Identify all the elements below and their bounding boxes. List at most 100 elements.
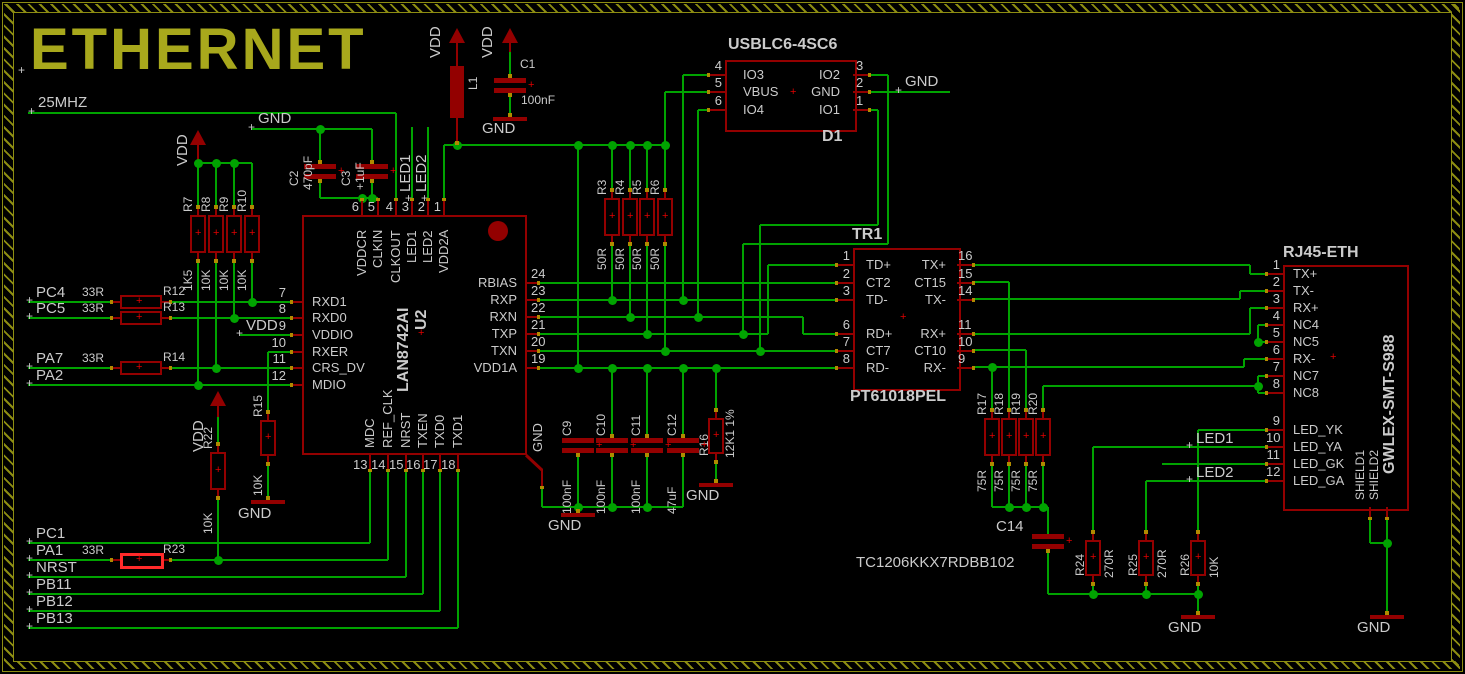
component-value-label[interactable]: 75R [975, 469, 989, 492]
wire[interactable] [28, 384, 290, 386]
wire[interactable] [682, 75, 684, 300]
wire[interactable] [540, 367, 835, 369]
net-label-led2[interactable]: LED2 [1196, 464, 1234, 481]
resistor-R6[interactable] [657, 198, 673, 236]
component-ref-label[interactable]: R15 [251, 394, 265, 417]
component-ref-label[interactable]: R3 [595, 179, 609, 195]
wire[interactable] [457, 472, 459, 628]
component-ref-label[interactable]: R12 [163, 284, 186, 298]
wire[interactable] [768, 264, 835, 266]
wire[interactable] [320, 197, 378, 199]
wire[interactable] [646, 246, 648, 334]
wire[interactable] [682, 457, 684, 507]
wire[interactable] [371, 129, 373, 160]
wire[interactable] [1197, 586, 1199, 594]
wire[interactable] [665, 91, 707, 93]
wire[interactable] [1025, 350, 1027, 408]
wire[interactable] [215, 163, 217, 205]
component-ref-label[interactable]: C11 [629, 414, 643, 436]
resistor-R16[interactable] [708, 418, 724, 454]
component-value-label[interactable]: 33R [82, 351, 105, 365]
wire[interactable] [252, 128, 372, 130]
wire[interactable] [427, 127, 429, 198]
wire[interactable] [1243, 359, 1245, 367]
wire[interactable] [233, 163, 235, 205]
wire[interactable] [715, 368, 717, 408]
wire[interactable] [760, 224, 878, 226]
wire[interactable] [1092, 586, 1094, 594]
wire[interactable] [422, 472, 424, 594]
resistor-R20[interactable] [1035, 418, 1051, 456]
wire[interactable] [646, 368, 648, 434]
component-ref-label[interactable]: R13 [163, 300, 186, 314]
wire[interactable] [509, 97, 511, 114]
wire[interactable] [28, 559, 388, 561]
wire[interactable] [742, 244, 744, 334]
resistor-R22[interactable] [210, 452, 226, 490]
component-ref-label[interactable]: R23 [163, 542, 186, 556]
wire[interactable] [1042, 386, 1044, 408]
wire[interactable] [411, 127, 413, 198]
resistor-R3[interactable] [604, 198, 620, 236]
wire[interactable] [1008, 282, 1010, 408]
net-label-led1[interactable]: LED1 [397, 154, 414, 192]
resistor-R10[interactable] [244, 215, 260, 253]
wire[interactable] [509, 52, 511, 74]
net-label-vdd[interactable]: VDD [246, 317, 278, 334]
ic-ref-label[interactable]: TR1 [852, 226, 883, 243]
component-value-label[interactable]: 47uF [665, 486, 679, 514]
wire[interactable] [1240, 290, 1265, 292]
gnd-symbol[interactable] [251, 500, 285, 504]
wire[interactable] [1250, 273, 1265, 275]
component-value-label[interactable]: 10K [217, 269, 231, 291]
resistor-R26[interactable] [1190, 540, 1206, 576]
ic-u2-body[interactable] [302, 215, 527, 455]
wire[interactable] [240, 334, 290, 336]
ic-d1-body[interactable] [725, 60, 857, 132]
vdd-symbol[interactable] [502, 28, 518, 43]
component-value-label[interactable]: 10K [199, 269, 213, 291]
wire[interactable] [1249, 308, 1251, 334]
wire[interactable] [871, 74, 888, 76]
wire[interactable] [540, 333, 768, 335]
wire[interactable] [887, 75, 889, 244]
wire[interactable] [975, 264, 1250, 266]
net-label-led2[interactable]: LED2 [413, 154, 430, 192]
wire[interactable] [1043, 385, 1258, 387]
component-value-label[interactable]: +1uF [353, 162, 367, 190]
resistor-R19[interactable] [1018, 418, 1034, 456]
component-value-label[interactable]: 270R [1102, 549, 1116, 578]
wire[interactable] [629, 145, 631, 188]
capacitor-C14[interactable] [1032, 534, 1064, 539]
wire[interactable] [540, 350, 835, 352]
component-ref-label[interactable]: R6 [648, 179, 662, 195]
wire[interactable] [803, 333, 835, 335]
vdd-symbol[interactable] [210, 391, 226, 406]
wire[interactable] [1048, 593, 1198, 595]
wire[interactable] [698, 109, 707, 111]
wire[interactable] [1198, 429, 1265, 431]
capacitor-C11[interactable] [631, 438, 663, 443]
wire[interactable] [975, 281, 1009, 283]
wire[interactable] [975, 298, 1240, 300]
component-ref-label[interactable]: R25 [1126, 553, 1140, 576]
capacitor-C2[interactable] [304, 164, 336, 169]
wire[interactable] [1249, 265, 1251, 274]
wire[interactable] [28, 112, 396, 114]
component-value-label[interactable]: 10K [235, 269, 249, 291]
resistor-R23[interactable] [120, 553, 164, 569]
resistor-R8[interactable] [208, 215, 224, 253]
wire[interactable] [1258, 375, 1265, 377]
wire[interactable] [540, 299, 835, 301]
ic-tr1-body[interactable] [853, 248, 961, 391]
wire[interactable] [1369, 520, 1371, 543]
resistor-R15[interactable] [260, 420, 276, 456]
wire[interactable] [387, 472, 389, 560]
wire[interactable] [395, 113, 397, 198]
wire[interactable] [541, 489, 543, 507]
wire[interactable] [992, 506, 1048, 508]
wire[interactable] [319, 183, 321, 198]
wire[interactable] [439, 472, 441, 611]
resistor-R13[interactable] [120, 311, 162, 325]
component-ref-label[interactable]: R26 [1178, 553, 1192, 576]
